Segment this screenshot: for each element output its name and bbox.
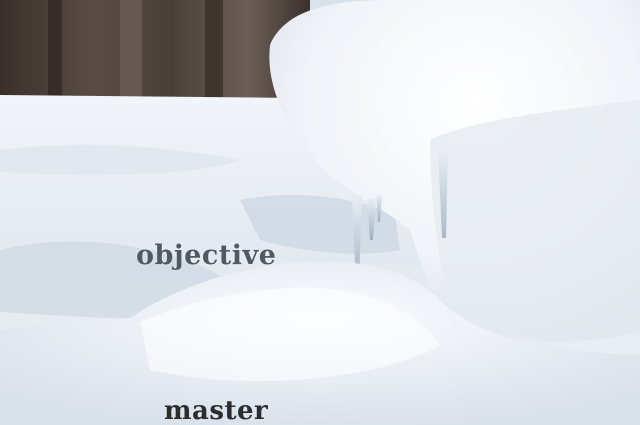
caption-bottom: master <box>164 396 269 425</box>
icicle <box>376 195 382 222</box>
icicle <box>367 198 376 240</box>
caption-top: objective <box>136 240 277 271</box>
icicle <box>438 150 448 238</box>
tree-line <box>0 0 310 100</box>
